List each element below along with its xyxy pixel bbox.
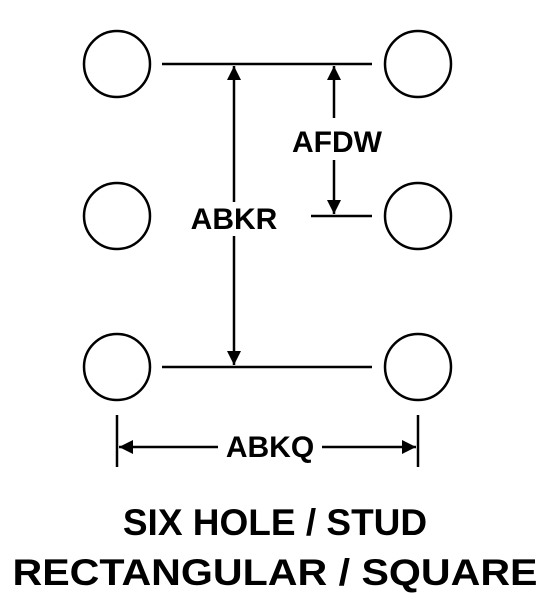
abkr-label-backdrop <box>182 202 286 236</box>
abkr-label: ABKR <box>191 203 278 236</box>
abkq-label: ABKQ <box>226 431 314 464</box>
hole-top-left <box>82 29 152 99</box>
caption-line-1: SIX HOLE / STUD <box>123 502 427 543</box>
afdw-label: AFDW <box>292 126 383 159</box>
caption-line-2: RECTANGULAR / SQUARE <box>13 552 538 593</box>
hole-middle-left <box>82 181 152 251</box>
hole-top-right <box>383 29 453 99</box>
hole-bottom-right <box>383 332 453 402</box>
hole-middle-right <box>383 181 453 251</box>
hole-bottom-left <box>82 332 152 402</box>
